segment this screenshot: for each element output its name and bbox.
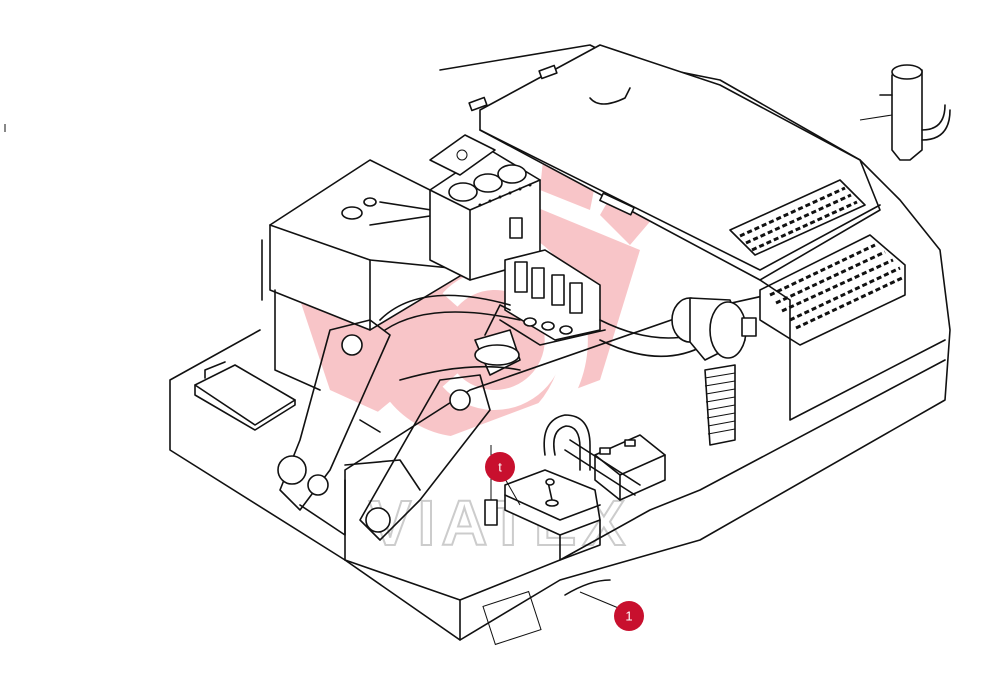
swivel-motor	[474, 304, 521, 376]
control-valve	[499, 249, 606, 346]
reservoir-tank	[504, 469, 601, 561]
cover-plate	[194, 361, 296, 431]
filter-detail	[859, 64, 951, 161]
callout-t-label: t	[498, 460, 502, 475]
air-intake	[671, 297, 757, 446]
engine-hood	[468, 44, 906, 346]
engine-side-panel	[759, 279, 946, 421]
callout-1-label: 1	[625, 609, 632, 624]
lifting-eye	[543, 414, 591, 471]
callout-1[interactable]: 1	[614, 601, 644, 631]
vent-grille-upper	[729, 179, 866, 256]
vent-grille-lower	[759, 234, 906, 346]
instrument-box	[429, 134, 541, 281]
boom-mount	[277, 319, 491, 541]
callout-t[interactable]: t	[485, 452, 515, 482]
battery	[564, 434, 666, 501]
